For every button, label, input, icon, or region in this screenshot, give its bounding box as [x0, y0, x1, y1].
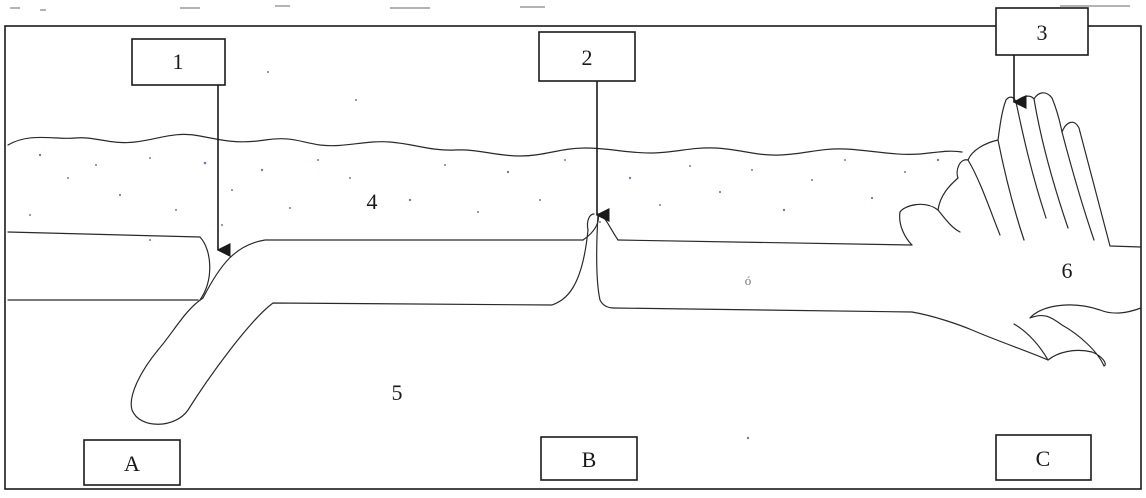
region-mark-small: ó [745, 273, 752, 288]
region-label-5: 5 [392, 380, 403, 405]
region-label-6: 6 [1062, 258, 1073, 283]
scan-artifacts [10, 5, 1130, 11]
callout-box-3 [995, 7, 1089, 56]
soil-layer-dots [29, 71, 940, 440]
callout-box-2 [538, 31, 636, 82]
stage-label-b: B [582, 447, 597, 472]
stage-a-structure [7, 213, 600, 425]
region-label-4: 4 [367, 189, 378, 214]
stage-b-structure [586, 213, 913, 313]
soil-surface-line [7, 133, 963, 157]
stage-c-structure [899, 92, 1142, 367]
callout-label-1: 1 [173, 49, 184, 74]
callout-box-1 [131, 38, 226, 86]
callout-label-3: 3 [1037, 20, 1048, 45]
stage-label-a: A [124, 451, 140, 476]
diagram-frame [4, 25, 1142, 490]
callout-label-2: 2 [582, 45, 593, 70]
stage-box-a [83, 439, 181, 486]
stage-box-b [540, 436, 638, 481]
stage-label-c: C [1036, 446, 1051, 471]
stage-box-c [995, 434, 1092, 481]
